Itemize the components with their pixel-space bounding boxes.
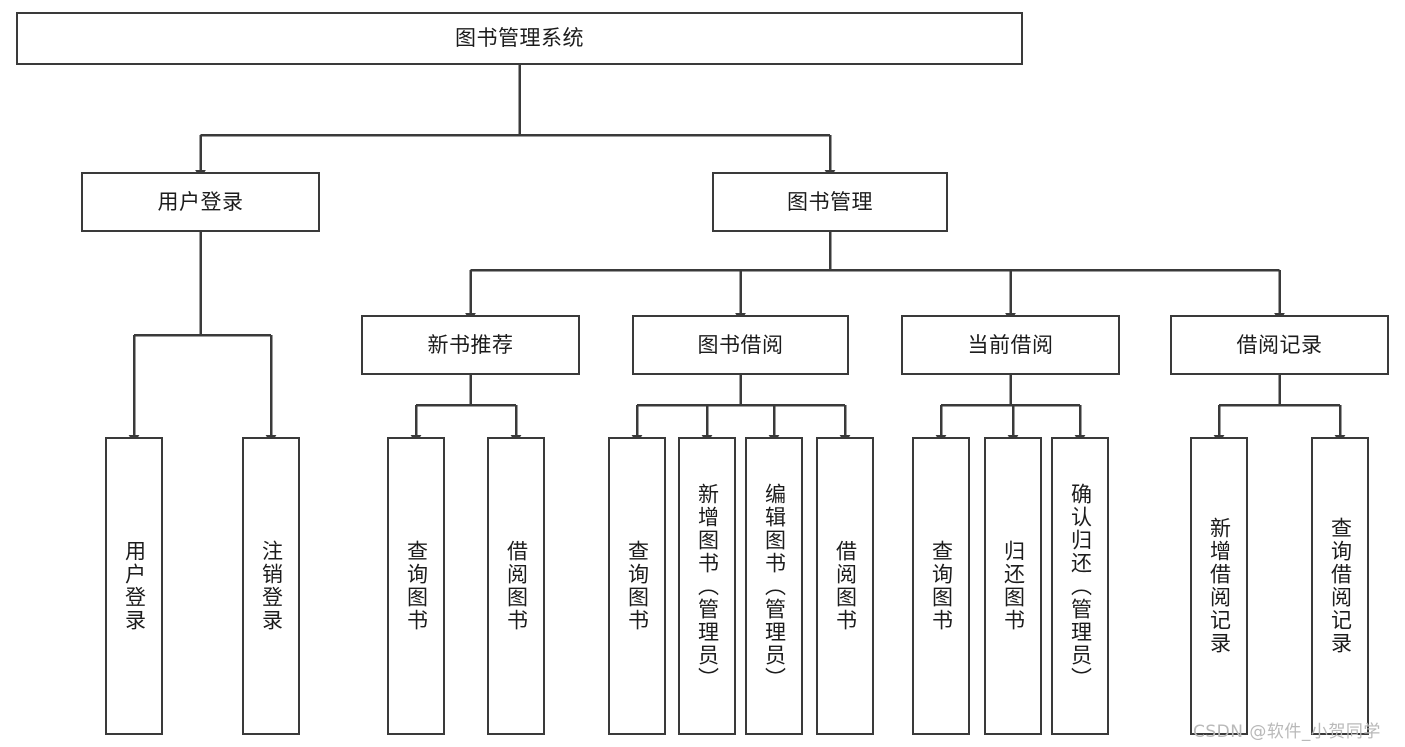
node-leaf-rec-1[interactable]: 新增借阅记录 [1190,437,1248,735]
node-leaf-login-1[interactable]: 用户登录 [105,437,163,735]
node-leaf-borrow-4[interactable]: 借阅图书 [816,437,874,735]
node-label: 新增借阅记录 [1207,517,1232,655]
csdn-watermark: CSDN @软件_小贺同学 [1193,722,1381,742]
node-leaf-login-2[interactable]: 注销登录 [242,437,300,735]
node-label: 借阅图书 [833,540,858,632]
node-label: 借阅图书 [504,540,529,632]
edge-paths [128,65,1346,444]
node-leaf-rec-2[interactable]: 查询借阅记录 [1311,437,1369,735]
node-label: 归还图书 [1001,540,1026,632]
node-leaf-cur-2[interactable]: 归还图书 [984,437,1042,735]
node-label: 图书管理系统 [455,26,584,51]
node-leaf-borrow-1[interactable]: 查询图书 [608,437,666,735]
node-leaf-new-2[interactable]: 借阅图书 [487,437,545,735]
node-label: 用户登录 [157,189,244,214]
node-label: 新书推荐 [427,332,514,357]
node-label: 确认归还（管理员） [1068,482,1093,690]
node-label: 编辑图书（管理员） [762,482,787,690]
node-current[interactable]: 当前借阅 [901,315,1120,375]
node-leaf-borrow-2[interactable]: 新增图书（管理员） [678,437,736,735]
node-records[interactable]: 借阅记录 [1170,315,1389,375]
node-label: 注销登录 [259,540,284,632]
node-label: 用户登录 [122,540,147,632]
node-label: 查询图书 [929,540,954,632]
node-label: 当前借阅 [967,332,1054,357]
node-leaf-cur-1[interactable]: 查询图书 [912,437,970,735]
node-label: 新增图书（管理员） [695,482,720,690]
node-newbook[interactable]: 新书推荐 [361,315,580,375]
node-label: 查询图书 [625,540,650,632]
node-label: 借阅记录 [1236,332,1323,357]
node-label: 查询图书 [404,540,429,632]
node-label: 图书借阅 [697,332,784,357]
node-root[interactable]: 图书管理系统 [16,12,1023,65]
node-leaf-cur-3[interactable]: 确认归还（管理员） [1051,437,1109,735]
node-leaf-borrow-3[interactable]: 编辑图书（管理员） [745,437,803,735]
node-label: 查询借阅记录 [1328,517,1353,655]
node-leaf-new-1[interactable]: 查询图书 [387,437,445,735]
node-borrow[interactable]: 图书借阅 [632,315,849,375]
node-login[interactable]: 用户登录 [81,172,320,232]
node-label: 图书管理 [787,189,873,214]
node-bookmgmt[interactable]: 图书管理 [712,172,948,232]
